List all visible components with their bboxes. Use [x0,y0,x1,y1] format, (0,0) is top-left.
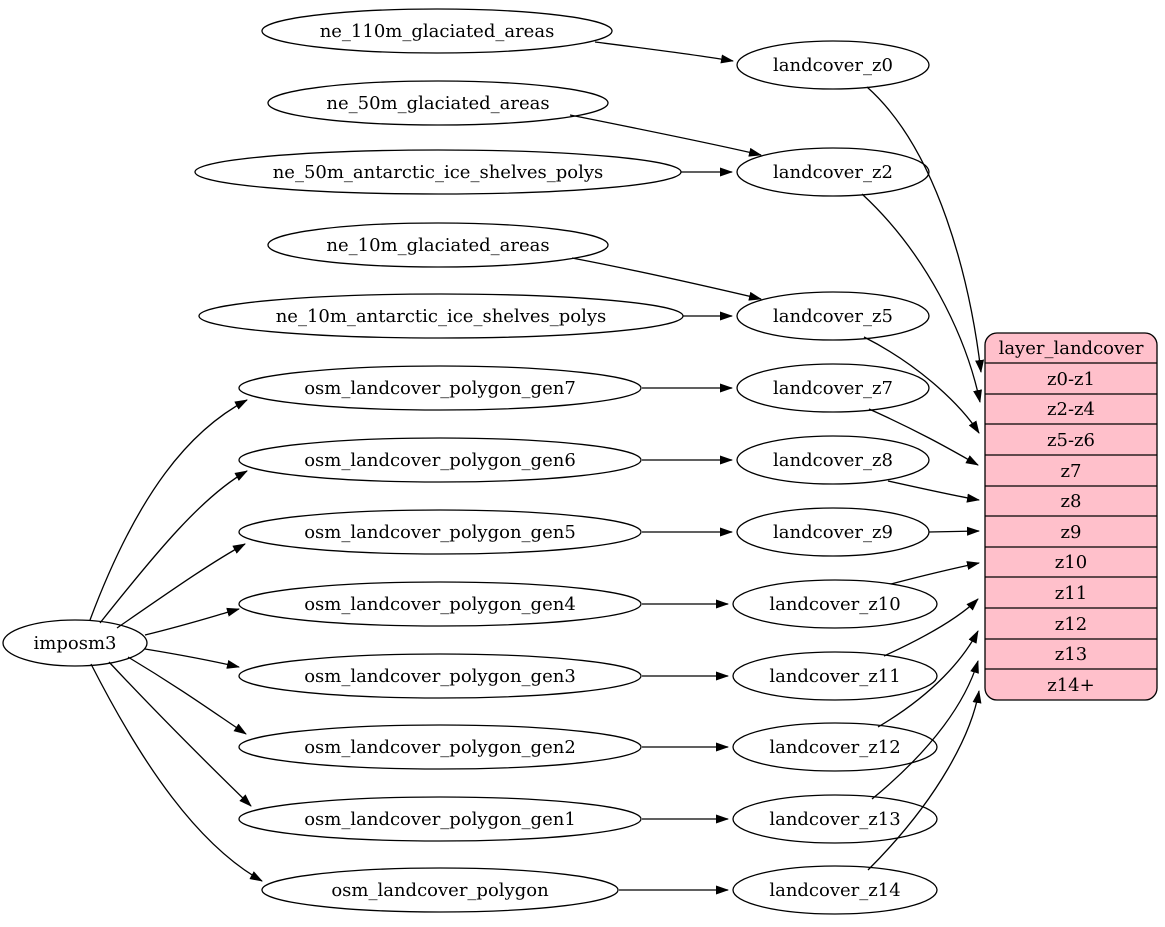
node-label: imposm3 [34,633,117,654]
edge-imposm3-osm-landcover-polygon-gen2 [127,656,247,735]
node-landcover-z9: landcover_z9 [736,507,930,557]
edge-imposm3-osm-landcover-polygon-gen3 [144,648,240,669]
table-row: z5-z6 [1047,430,1095,451]
node-label: landcover_z11 [769,666,900,687]
node-landcover-z10: landcover_z10 [732,579,938,629]
node-label: osm_landcover_polygon_gen4 [304,594,576,615]
node-landcover-z5: landcover_z5 [736,291,930,341]
edge-landcover-z12-row-z12 [877,630,979,728]
edge-landcover-z7-row-z7 [868,408,979,466]
node-label: osm_landcover_polygon [331,880,549,901]
edges [89,41,985,895]
table-row: z13 [1055,644,1087,665]
node-label: osm_landcover_polygon_gen2 [304,737,576,758]
node-label: ne_10m_glaciated_areas [326,235,549,256]
table-row: z9 [1061,522,1082,543]
table-row: z11 [1055,583,1087,604]
edge-landcover-z11-row-z11 [883,598,979,657]
node-ne-10m-glaciated-areas: ne_10m_glaciated_areas [267,222,609,268]
edge-ne-10m-glaciated-areas-landcover-z5 [571,257,762,301]
node-osm-landcover-polygon-gen1: osm_landcover_polygon_gen1 [238,796,642,842]
edge-imposm3-osm-landcover-polygon-gen7 [89,399,248,621]
node-landcover-z12: landcover_z12 [732,722,938,772]
node-label: landcover_z10 [769,594,900,615]
node-osm-landcover-polygon-gen6: osm_landcover_polygon_gen6 [238,437,642,483]
edge-landcover-z9-row-z9 [928,526,980,536]
node-label: ne_10m_antarctic_ice_shelves_polys [276,306,607,327]
node-imposm3: imposm3 [2,619,148,667]
edge-imposm3-osm-landcover-polygon-gen5 [116,543,246,629]
node-label: osm_landcover_polygon_gen1 [304,809,576,830]
node-label: ne_110m_glaciated_areas [320,21,555,42]
node-landcover-z13: landcover_z13 [732,794,938,844]
table-row: z2-z4 [1047,399,1095,420]
node-landcover-z0: landcover_z0 [736,40,930,90]
table-title: layer_landcover [999,338,1144,359]
edge-ne-50m-glaciated-areas-landcover-z2 [569,114,762,157]
table-row: z10 [1055,552,1087,573]
edge-imposm3-osm-landcover-polygon-gen6 [99,470,248,624]
table-row: z8 [1061,491,1082,512]
node-landcover-z2: landcover_z2 [736,147,930,197]
table-layer-landcover: layer_landcover z0-z1 z2-z4 z5-z6 z7 z8 … [984,332,1158,701]
node-label: landcover_z12 [769,737,900,758]
table-row: z7 [1061,461,1082,482]
node-label: osm_landcover_polygon_gen5 [304,522,576,543]
node-label: osm_landcover_polygon_gen3 [304,666,576,687]
table-row: z14+ [1047,675,1094,696]
node-ne-50m-antarctic-ice-shelves-polys: ne_50m_antarctic_ice_shelves_polys [194,149,682,195]
node-osm-landcover-polygon-gen4: osm_landcover_polygon_gen4 [238,581,642,627]
node-osm-landcover-polygon-gen3: osm_landcover_polygon_gen3 [238,653,642,699]
node-ne-10m-antarctic-ice-shelves-polys: ne_10m_antarctic_ice_shelves_polys [198,293,684,339]
edge-landcover-z10-row-z10 [890,561,980,585]
node-ne-110m-glaciated-areas: ne_110m_glaciated_areas [261,8,613,54]
node-ne-50m-glaciated-areas: ne_50m_glaciated_areas [267,80,609,126]
edge-landcover-z2-row-z2-z4 [861,193,982,403]
edge-ne-110m-glaciated-areas-landcover-z0 [594,41,734,64]
edge-landcover-z0-row-z0-z1 [866,86,985,373]
node-label: landcover_z13 [769,809,900,830]
node-osm-landcover-polygon: osm_landcover_polygon [261,867,619,913]
node-landcover-z7: landcover_z7 [736,363,930,413]
node-label: landcover_z8 [773,450,893,471]
node-label: landcover_z5 [773,306,893,327]
node-osm-landcover-polygon-gen7: osm_landcover_polygon_gen7 [238,365,642,411]
node-label: ne_50m_antarctic_ice_shelves_polys [273,162,604,183]
node-landcover-z14: landcover_z14 [732,865,938,915]
table-row: z0-z1 [1047,369,1095,390]
node-label: osm_landcover_polygon_gen6 [304,450,576,471]
edge-landcover-z5-row-z5-z6 [863,336,980,434]
node-landcover-z11: landcover_z11 [732,651,938,701]
edge-imposm3-osm-landcover-polygon-gen1 [108,661,252,807]
edge-landcover-z14-row-z14 [867,690,982,871]
node-label: osm_landcover_polygon_gen7 [304,378,576,399]
node-osm-landcover-polygon-gen5: osm_landcover_polygon_gen5 [238,509,642,555]
edge-imposm3-osm-landcover-polygon-gen4 [144,607,240,636]
table-row: z12 [1055,614,1087,635]
node-label: landcover_z9 [773,522,893,543]
edge-landcover-z13-row-z13 [871,660,979,800]
edge-imposm3-osm-landcover-polygon [90,663,263,882]
node-osm-landcover-polygon-gen2: osm_landcover_polygon_gen2 [238,724,642,770]
node-landcover-z8: landcover_z8 [736,435,930,485]
node-label: ne_50m_glaciated_areas [326,93,549,114]
node-label: landcover_z2 [773,162,893,183]
edge-landcover-z8-row-z8 [887,480,980,503]
node-label: landcover_z14 [769,880,900,901]
node-label: landcover_z0 [773,55,893,76]
node-label: landcover_z7 [773,378,893,399]
